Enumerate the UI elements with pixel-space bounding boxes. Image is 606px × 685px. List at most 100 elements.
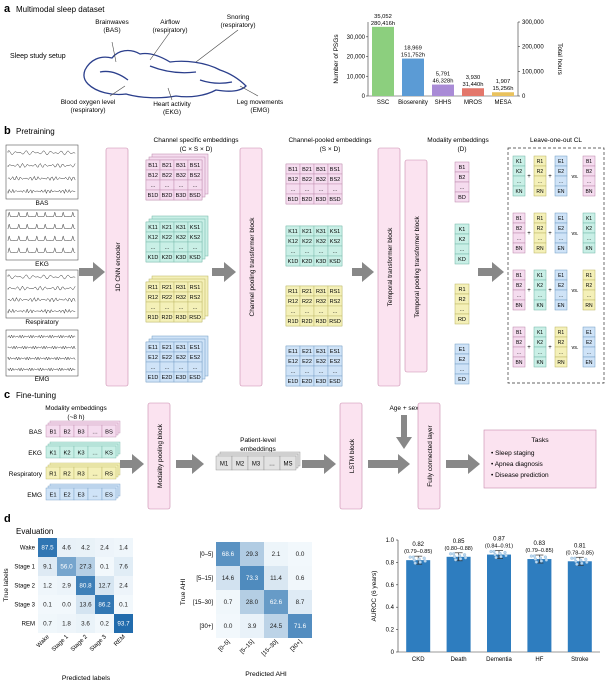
waveform-trace [7, 211, 76, 218]
col3-sub: (D) [457, 146, 466, 153]
signal-snoring-1: Snoring [227, 14, 250, 21]
age-sex-label: Age + sex [389, 405, 419, 412]
sleeper-icon [83, 49, 247, 99]
loo-vec-text: E1 [558, 273, 564, 279]
loo-vec-text: R2 [586, 283, 593, 289]
tasks-title: Tasks [531, 437, 549, 444]
ch-specific-R-cell-text: … [150, 305, 156, 311]
patient-cell-text: M3 [252, 462, 261, 468]
ch-specific-K-cell-text: KS1 [190, 225, 200, 231]
ch-pooled-E-cell-text: E32 [316, 359, 326, 365]
c-row-text: KS [105, 451, 113, 457]
ch-specific-R-cell-text: R21 [162, 285, 172, 291]
col1-title: Channel specific embeddings [154, 137, 240, 144]
ch-specific-B-cell-text: B31 [176, 163, 186, 169]
loo-vec-cell [533, 242, 547, 254]
loo-vec-text: K2 [537, 283, 543, 289]
cm-cell-value: 2.1 [272, 551, 281, 558]
mod-vec-R-text: R1 [458, 287, 465, 293]
signal-leg-2: (EMG) [250, 107, 269, 114]
fc-block [417, 402, 441, 510]
cm-cell-value: 8.7 [296, 599, 305, 606]
ch-specific-K-cell [187, 251, 203, 263]
sleep-setup-label: Sleep study setup [10, 53, 66, 60]
d-bar-ci: (0.78–0.85) [566, 550, 594, 556]
a-y2tick-label: 100,000 [522, 69, 544, 75]
c-row-text: R3 [77, 472, 84, 478]
d-ytick-label: 0.6 [386, 583, 395, 589]
cm-cell-value: 0.1 [43, 602, 52, 609]
loo-vec-cell [554, 242, 568, 254]
mod-pool-label: Modality pooling block [157, 423, 164, 488]
waveform-trace [7, 162, 76, 169]
loo-vec-text: E2 [558, 169, 564, 175]
cm-cell-value: 56.0 [60, 564, 73, 571]
loo-vec-text: … [517, 293, 522, 299]
cm-row-label: Stage 1 [14, 565, 35, 571]
ch-specific-R-cell-text: RS2 [190, 295, 201, 301]
ch-specific-R-cell-text: R11 [148, 285, 158, 291]
ch-specific-B-cell-text: B22 [162, 173, 172, 179]
loo-vec-text: E1 [586, 330, 592, 336]
temporal-label: Temporal transformer block [387, 227, 394, 306]
a-bar-count: 35,052 [374, 14, 392, 20]
d-bar-value: 0.85 [453, 539, 465, 545]
c-row-text: E1 [49, 493, 56, 499]
cm-cell-value: 2.4 [100, 545, 109, 552]
cm-cell-value: 73.3 [246, 575, 259, 582]
loo-vec-text: … [538, 350, 543, 356]
c-row-text: E2 [63, 493, 70, 499]
ch-pooled-E-cell-text: … [318, 369, 324, 375]
ch-pooled-R-cell-text: RSD [329, 319, 341, 325]
ch-specific-K-cell-text: K21 [162, 225, 172, 231]
loo-vec-text: … [538, 236, 543, 242]
ch-specific-B-cell-text: B11 [148, 163, 157, 169]
loo-vec-text: E1 [558, 159, 564, 165]
d-point [532, 554, 536, 558]
temporal-pool-block [404, 159, 428, 373]
waveform-trace [7, 285, 76, 291]
loo-vec-text: … [517, 236, 522, 242]
ch-specific-R-cell-text: R22 [162, 295, 172, 301]
ch-pooled-K-cell-text: … [318, 249, 324, 255]
loo-vec-text: B2 [516, 340, 522, 346]
ch-pooled-E-cell-text: ES2 [330, 359, 340, 365]
c-row-text: E3 [77, 493, 84, 499]
c-label-ekg: EKG [28, 450, 42, 457]
d-ytick-label: 0.4 [386, 605, 395, 611]
d-point [463, 553, 467, 557]
ch-pooled-E-cell-text: E21 [302, 349, 312, 355]
d-point [489, 550, 493, 554]
d-point [575, 562, 579, 566]
cm-cell [288, 614, 312, 638]
a-bar-hours: 46,328h [433, 79, 454, 85]
d-point [574, 559, 578, 563]
loo-vec-text: … [538, 293, 543, 299]
ch-specific-B-cell-text: … [150, 183, 156, 189]
cm-cell [38, 576, 57, 595]
d-point [423, 559, 427, 563]
cm-cell [76, 538, 95, 557]
a-ytick-label: 0 [362, 94, 366, 100]
loo-vec-text: K1 [586, 216, 592, 222]
ch-specific-B-cell-text: B2D [162, 193, 173, 199]
cm-cell [38, 614, 57, 633]
mod-vec-B-text: B2 [459, 175, 466, 181]
cm-cell-value: 1.4 [119, 545, 128, 552]
cm-cell [57, 576, 76, 595]
a-y2tick-label: 300,000 [522, 20, 544, 26]
ch-specific-E-cell-text: E32 [176, 355, 186, 361]
waveform-trace [7, 274, 76, 280]
panel-c-title: Fine-tuning [16, 391, 56, 400]
panel-a-title: Multimodal sleep dataset [16, 5, 105, 14]
ch-pooled-B-cell-text: B21 [302, 167, 312, 173]
a-xtick-label: MROS [464, 100, 482, 106]
loo-plus: + [527, 174, 531, 180]
loo-vec-text: RN [536, 189, 544, 195]
mod-pool-block [147, 402, 171, 510]
cm-cell-value: 2.9 [62, 583, 71, 590]
mod-vec-R-cell [454, 313, 470, 325]
ch-pooled-B-cell [327, 193, 343, 205]
c-row-cell [101, 487, 117, 501]
d-xtick-label: Death [451, 657, 467, 663]
